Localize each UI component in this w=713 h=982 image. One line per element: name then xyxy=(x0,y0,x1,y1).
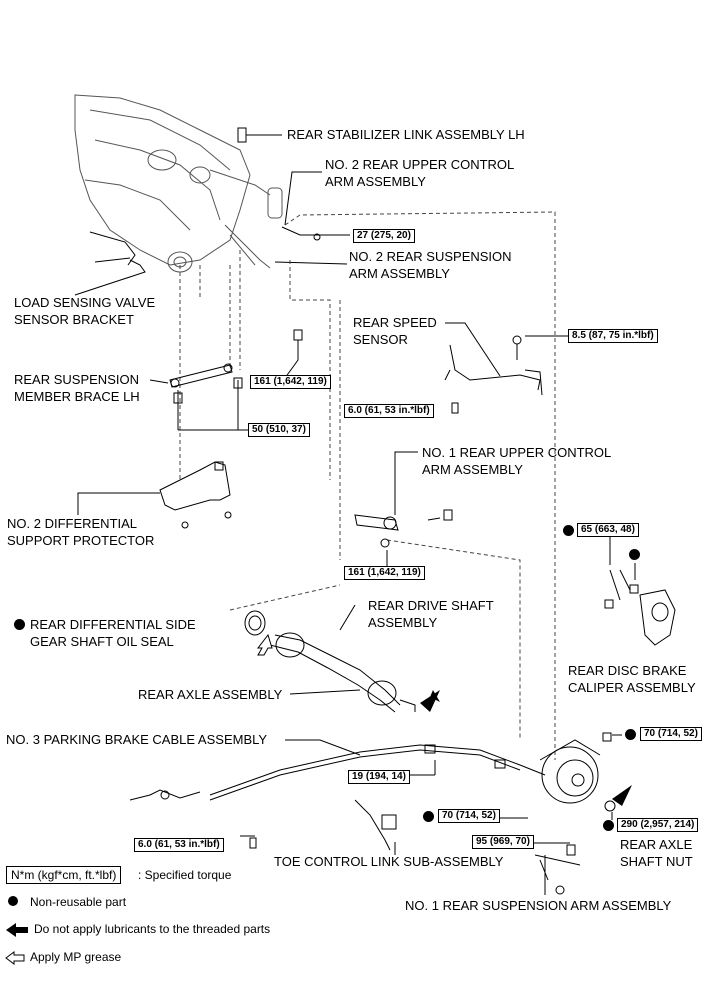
legend-mp-grease: Apply MP grease xyxy=(30,950,122,964)
label-axle-assembly: REAR AXLE ASSEMBLY xyxy=(138,687,283,702)
speed-sensor-drawing xyxy=(444,335,543,414)
mp-grease-arrow xyxy=(256,633,273,656)
no-lube-arrow-1 xyxy=(420,690,440,712)
caliper-drawing xyxy=(604,569,676,646)
torque-6-0-cable: 6.0 (61, 53 in.*lbf) xyxy=(134,838,224,852)
legend-nonreusable-dot xyxy=(8,896,18,906)
legend-torque-box: N*m (kgf*cm, ft.*lbf) xyxy=(6,866,122,884)
torque-70-hub: 70 (714, 52) xyxy=(640,727,702,741)
nonreusable-dot-axle-nut xyxy=(603,820,614,831)
upper-arm-1-drawing xyxy=(354,509,453,548)
nonreusable-dot-oil-seal xyxy=(14,619,25,630)
torque-65: 65 (663, 48) xyxy=(577,523,639,537)
torque-95: 95 (969, 70) xyxy=(472,835,534,849)
label-toe-control-link: TOE CONTROL LINK SUB-ASSEMBLY xyxy=(274,854,504,869)
diff-protector-drawing xyxy=(159,461,232,529)
legend-no-lube: Do not apply lubricants to the threaded … xyxy=(34,922,271,936)
torque-50: 50 (510, 37) xyxy=(248,423,310,437)
drive-shaft-drawing xyxy=(269,632,416,713)
torque-70-toe: 70 (714, 52) xyxy=(438,809,500,823)
no-lube-arrow-2 xyxy=(612,785,632,806)
brace-drawing xyxy=(169,363,248,431)
label-stabilizer-link: REAR STABILIZER LINK ASSEMBLY LH xyxy=(287,127,525,142)
parking-cable-drawing xyxy=(129,744,546,849)
stabilizer-link-part xyxy=(237,127,282,143)
nonreusable-dot-65 xyxy=(563,525,574,536)
nonreusable-dot-70-hub xyxy=(625,729,636,740)
susp-arm-1-drawing xyxy=(534,844,581,895)
legend-solid-arrow-icon xyxy=(6,923,28,937)
torque-19: 19 (194, 14) xyxy=(348,770,410,784)
axle-hub-drawing xyxy=(539,732,612,804)
legend-nonreusable: Non-reusable part xyxy=(30,895,127,909)
torque-8-5: 8.5 (87, 75 in.*lbf) xyxy=(568,329,658,343)
nonreusable-dot-70-toe xyxy=(423,811,434,822)
toe-link-drawing xyxy=(354,799,397,851)
nonreusable-dot-caliper-bolt xyxy=(629,549,640,560)
torque-161-upper-arm: 161 (1,642, 119) xyxy=(344,566,425,580)
legend-torque-desc: : Specified torque xyxy=(138,868,232,882)
torque-161-brace: 161 (1,642, 119) xyxy=(250,375,331,389)
torque-6-0-sensor: 6.0 (61, 53 in.*lbf) xyxy=(344,404,434,418)
rear-suspension-member-drawing xyxy=(74,94,283,273)
label-no1-suspension-arm: NO. 1 REAR SUSPENSION ARM ASSEMBLY xyxy=(405,898,672,913)
oil-seal-drawing xyxy=(244,610,266,636)
torque-290: 290 (2,957, 214) xyxy=(617,818,699,832)
torque-27: 27 (275, 20) xyxy=(353,229,415,243)
label-parking-brake-cable: NO. 3 PARKING BRAKE CABLE ASSEMBLY xyxy=(6,732,268,747)
legend-hollow-arrow-icon xyxy=(5,951,25,965)
